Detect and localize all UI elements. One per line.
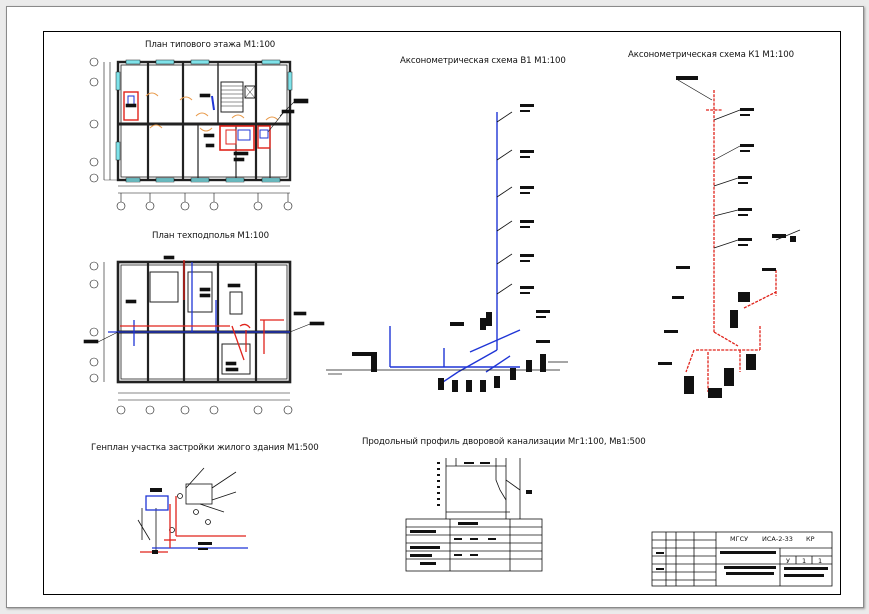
sewer-profile-title: Продольный профиль дворовой канализации … xyxy=(362,437,646,447)
sewer-leaders xyxy=(677,79,801,249)
underground-sewer-pipes xyxy=(120,260,284,361)
water-ground-lines xyxy=(326,361,568,375)
floor-plan-fixtures xyxy=(123,91,279,151)
underground-water-pipes xyxy=(108,262,290,346)
water-level-marks xyxy=(352,104,550,392)
stamp-code: ИСА-2-33 xyxy=(762,535,793,543)
underground-leaders xyxy=(83,255,325,372)
sewer-marks xyxy=(658,76,796,398)
stamp-org: МГСУ xyxy=(730,535,749,543)
site-plan-marks xyxy=(150,488,212,554)
axon-water-title: Аксонометрическая схема В1 М1:100 xyxy=(400,56,566,66)
stamp-stage: У xyxy=(786,557,790,565)
site-plan-lines xyxy=(137,467,237,550)
floor-plan-leaders xyxy=(125,93,309,162)
typical-floor-plan-title: План типового этажа М1:100 xyxy=(145,40,276,50)
drawing-frame xyxy=(43,31,841,595)
stamp-type: КР xyxy=(806,535,815,543)
stamp-sheet: 1 xyxy=(802,557,807,565)
stamp-sheets: 1 xyxy=(818,557,823,565)
profile-ticks xyxy=(410,462,532,565)
site-plan-sewer xyxy=(140,496,246,553)
axon-sewer-title: Аксонометрическая схема К1 М1:100 xyxy=(628,50,794,60)
water-branches xyxy=(496,111,513,295)
sewer-riser xyxy=(685,90,777,392)
site-plan-title: Генплан участка застройки жилого здания … xyxy=(91,443,319,453)
profile-lines xyxy=(405,458,543,572)
floor-plan-axes xyxy=(89,57,293,211)
tech-underground-plan-title: План техподполья М1:100 xyxy=(152,231,269,241)
underground-axes xyxy=(89,261,293,415)
